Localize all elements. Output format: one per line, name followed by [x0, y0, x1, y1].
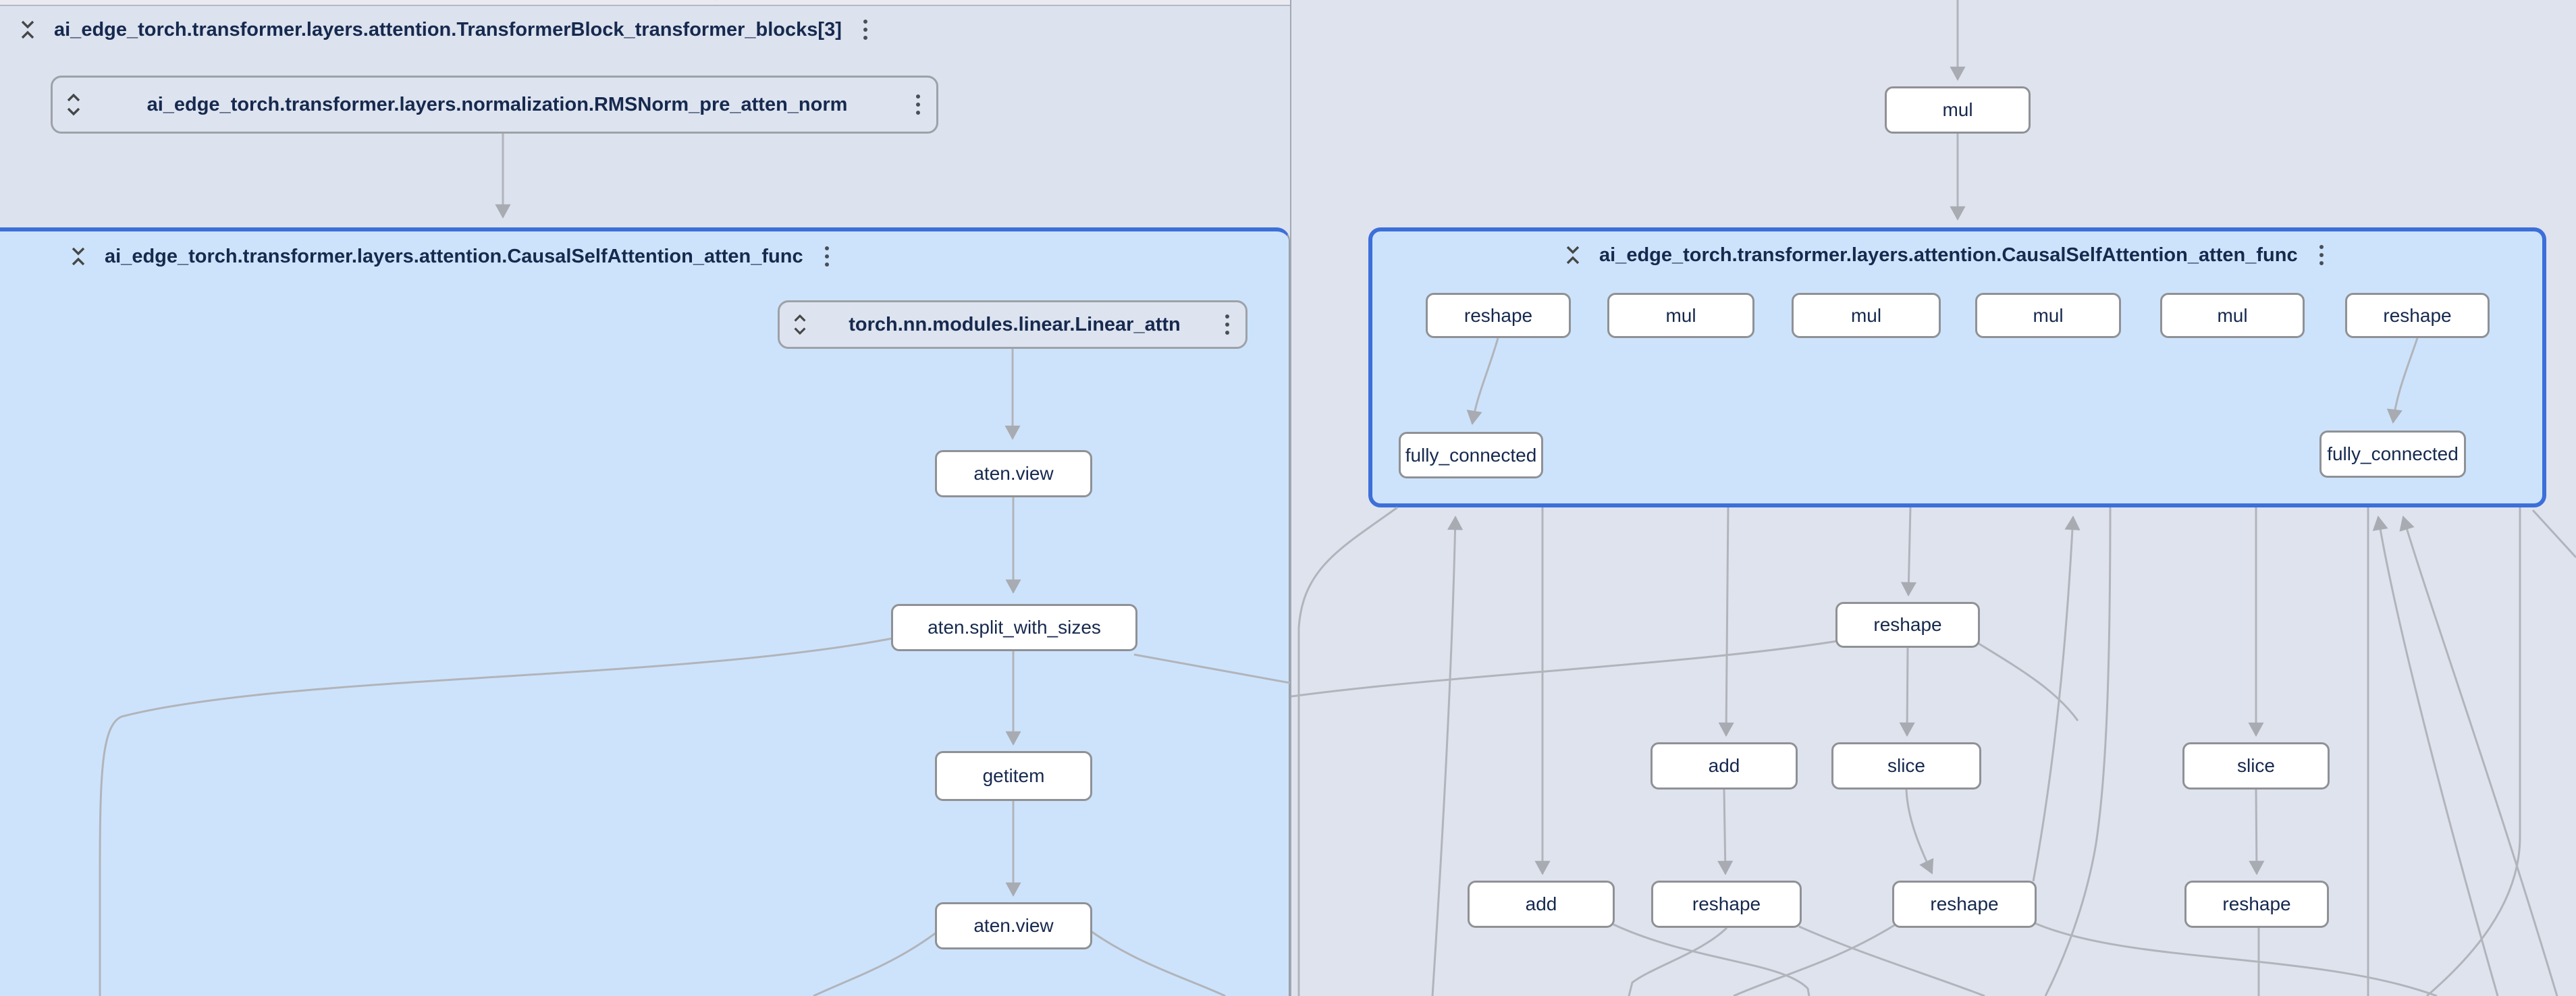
- node-mul-2[interactable]: mul: [1792, 293, 1941, 338]
- group-causal-header[interactable]: ai_edge_torch.transformer.layers.attenti…: [1564, 242, 2328, 269]
- node-label: reshape: [1692, 893, 1761, 914]
- node-label: mul: [1942, 99, 1973, 120]
- node-label: mul: [2033, 304, 2064, 326]
- unfold-less-icon[interactable]: [1564, 245, 1582, 265]
- node-reshape-k[interactable]: reshape: [2345, 293, 2490, 338]
- transformer-block-header[interactable]: ai_edge_torch.transformer.layers.attenti…: [19, 16, 871, 43]
- node-label: aten.view: [973, 463, 1054, 484]
- pane-pytorch-graph: ai_edge_torch.transformer.layers.attenti…: [0, 0, 1290, 996]
- node-mul-1[interactable]: mul: [1607, 293, 1754, 338]
- node-reshape-b2[interactable]: reshape: [1892, 881, 2037, 928]
- pane-converted-graph: mul ai_edge_torch.transformer.layers.att…: [1291, 0, 2576, 996]
- kebab-menu-icon[interactable]: [821, 244, 833, 269]
- node-label: add: [1525, 893, 1557, 914]
- causal-self-attention-header[interactable]: ai_edge_torch.transformer.layers.attenti…: [70, 243, 833, 270]
- node-aten-view-2[interactable]: aten.view: [935, 902, 1092, 949]
- node-add-bottom[interactable]: add: [1468, 881, 1615, 928]
- pane-divider[interactable]: [1290, 0, 1291, 996]
- node-label: aten.split_with_sizes: [928, 617, 1101, 638]
- node-label: fully_connected: [2327, 443, 2459, 464]
- node-linear-attn[interactable]: torch.nn.modules.linear.Linear_attn: [778, 300, 1247, 349]
- node-fully-connected-left[interactable]: fully_connected: [1399, 432, 1543, 478]
- unfold-more-icon[interactable]: [65, 93, 82, 116]
- node-fully-connected-right[interactable]: fully_connected: [2319, 431, 2466, 478]
- panel-title: ai_edge_torch.transformer.layers.attenti…: [1599, 244, 2298, 266]
- node-label: slice: [2236, 755, 2275, 776]
- kebab-menu-icon[interactable]: [859, 17, 871, 43]
- node-label: mul: [1850, 304, 1882, 326]
- node-slice-2[interactable]: slice: [2182, 742, 2330, 790]
- node-label: mul: [1665, 304, 1696, 326]
- node-reshape-b1[interactable]: reshape: [1651, 881, 1802, 928]
- node-slice-1[interactable]: slice: [1831, 742, 1981, 790]
- node-label: add: [1708, 755, 1740, 776]
- node-rmsnorm-pre-atten-norm[interactable]: ai_edge_torch.transformer.layers.normali…: [51, 76, 938, 134]
- unfold-more-icon[interactable]: [792, 314, 808, 335]
- node-reshape-mid[interactable]: reshape: [1835, 602, 1980, 648]
- panel-title: ai_edge_torch.transformer.layers.attenti…: [105, 245, 803, 267]
- node-reshape-q[interactable]: reshape: [1426, 293, 1571, 338]
- node-label: reshape: [2383, 304, 2452, 326]
- node-mul-3[interactable]: mul: [1975, 293, 2121, 338]
- unfold-less-icon[interactable]: [19, 20, 36, 40]
- node-label: ai_edge_torch.transformer.layers.normali…: [146, 93, 848, 115]
- unfold-less-icon[interactable]: [70, 246, 87, 267]
- kebab-menu-icon[interactable]: [2315, 242, 2328, 268]
- node-label: reshape: [2222, 893, 2291, 914]
- kebab-menu-icon[interactable]: [1221, 312, 1233, 337]
- kebab-menu-icon[interactable]: [912, 92, 924, 117]
- node-label: torch.nn.modules.linear.Linear_attn: [849, 313, 1181, 335]
- node-label: slice: [1887, 755, 1925, 776]
- node-label: reshape: [1930, 893, 1999, 914]
- node-add-mid[interactable]: add: [1651, 742, 1798, 790]
- node-aten-split-with-sizes[interactable]: aten.split_with_sizes: [891, 604, 1137, 651]
- node-label: getitem: [982, 765, 1045, 786]
- node-mul-top[interactable]: mul: [1885, 86, 2031, 134]
- node-getitem[interactable]: getitem: [935, 751, 1092, 801]
- outer-canvas-strip: [0, 0, 1290, 6]
- node-label: mul: [2217, 304, 2248, 326]
- node-aten-view-1[interactable]: aten.view: [935, 450, 1092, 497]
- panel-title: ai_edge_torch.transformer.layers.attenti…: [54, 18, 842, 40]
- node-label: aten.view: [973, 915, 1054, 936]
- node-label: reshape: [1873, 614, 1942, 635]
- node-reshape-b3[interactable]: reshape: [2184, 881, 2329, 928]
- node-mul-4[interactable]: mul: [2160, 293, 2305, 338]
- node-label: reshape: [1464, 304, 1533, 326]
- node-label: fully_connected: [1405, 444, 1537, 466]
